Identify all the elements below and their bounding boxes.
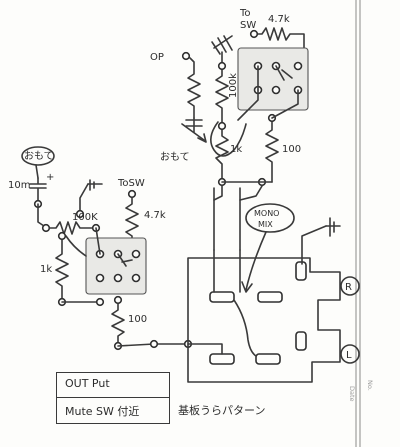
r-1k-left-label: 1k: [40, 264, 52, 275]
op-label: OP: [150, 52, 164, 63]
paper-date-label: Date: [348, 386, 356, 402]
caption-box: OUT Put Mute SW 付近: [56, 372, 170, 424]
caption-line-2: Mute SW 付近: [65, 405, 140, 418]
r-4k7-top-label: 4.7k: [268, 14, 290, 25]
r-100k-left-label: 100K: [72, 212, 98, 223]
r-4k7-left-label: 4.7k: [144, 210, 166, 221]
cap-10m-label: 10m: [8, 180, 30, 191]
channel-r-label: R: [345, 282, 352, 293]
paper-rule-lines: [355, 0, 361, 447]
r-1k-right-label: 1k: [230, 144, 242, 155]
to-sw-left-label: ToSW: [117, 178, 145, 189]
pattern-title: 基板うらパターン: [178, 403, 265, 417]
ground-symbol-top: [211, 35, 233, 67]
channel-l-label: L: [346, 350, 352, 361]
output-jack-section: [187, 203, 360, 383]
upper-switch-section: [181, 27, 309, 251]
r-100-bottom-label: 100: [128, 314, 147, 325]
omote-left-label: おもて: [160, 151, 190, 163]
mono-mix-label-2: MIX: [258, 220, 273, 229]
to-sw-top-label: To: [239, 8, 251, 19]
omote-top-label: おもて: [24, 150, 54, 162]
r-100k-vertical-label: 100k: [228, 73, 239, 98]
mono-mix-label-1: MONO: [254, 209, 279, 218]
r-100-right-label: 100: [282, 144, 301, 155]
caption-line-1: OUT Put: [65, 377, 110, 390]
left-switch-section: [21, 146, 193, 351]
caption-divider: [57, 397, 169, 398]
paper-no-label: No.: [366, 380, 374, 391]
to-sw-top-label-2: SW: [240, 20, 256, 31]
plus-sign-label: +: [46, 172, 54, 183]
